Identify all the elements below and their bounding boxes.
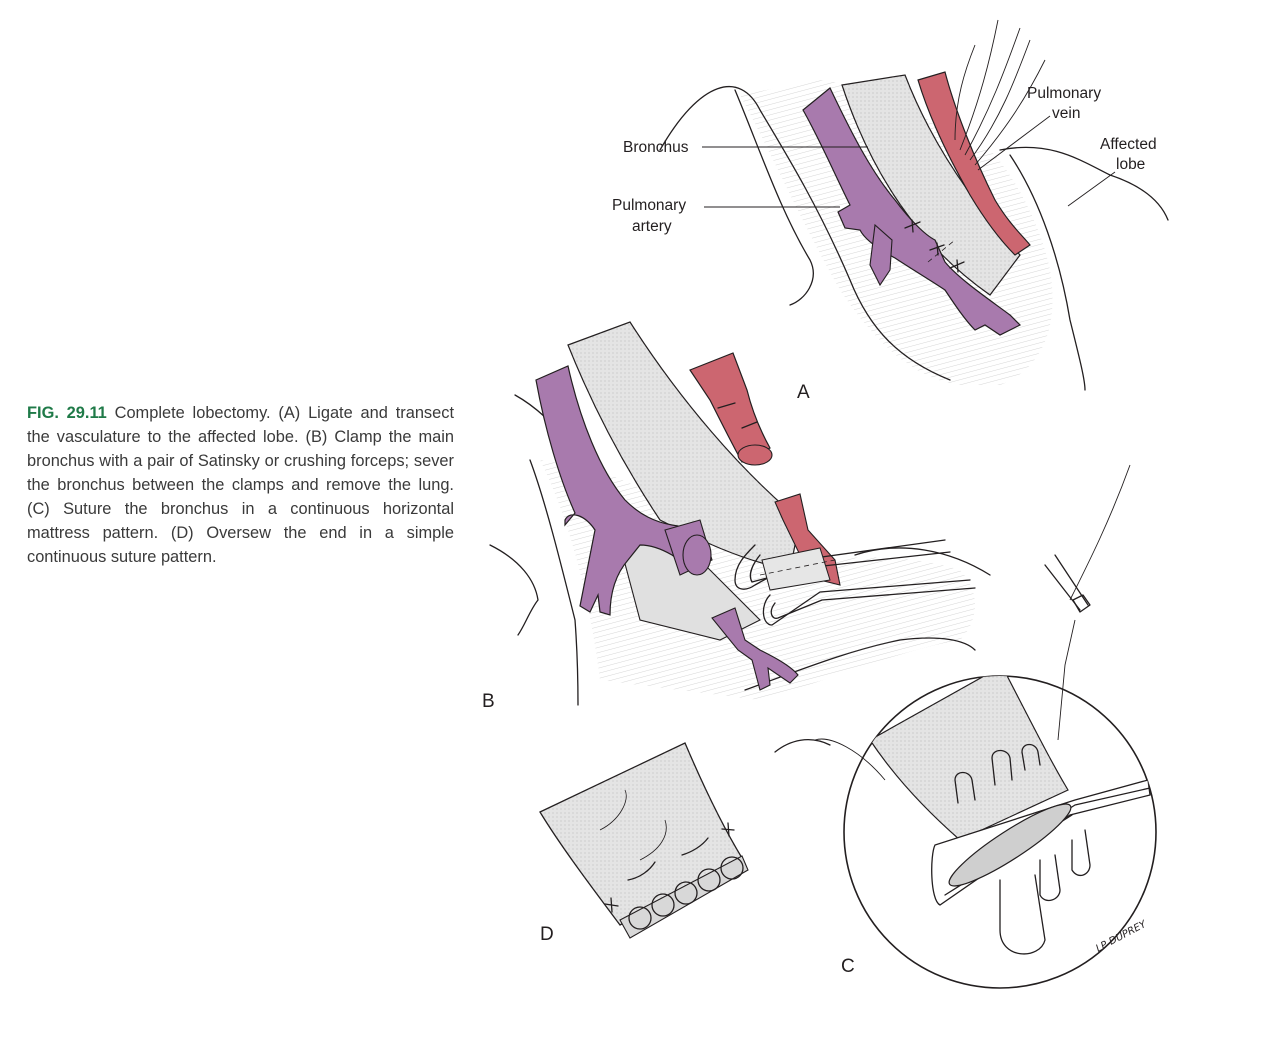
label-pulmonary-vein-1: Pulmonary: [1027, 85, 1101, 102]
panel-d-label: D: [540, 924, 554, 945]
panel-a-drawing: [659, 19, 1169, 391]
label-pulmonary-artery-2: artery: [632, 218, 672, 235]
figure-caption: FIG. 29.11 Complete lobectomy. (A) Ligat…: [27, 401, 454, 569]
label-pulmonary-vein-2: vein: [1052, 105, 1080, 122]
panel-c-label: C: [841, 956, 855, 977]
figure-number: FIG. 29.11: [27, 404, 107, 422]
panel-c-drawing: [774, 554, 1157, 989]
caption-text: Complete lobectomy. (A) Ligate and trans…: [27, 404, 454, 566]
label-affected-lobe-2: lobe: [1116, 156, 1145, 173]
label-affected-lobe-1: Affected: [1100, 136, 1157, 153]
label-pulmonary-artery-1: Pulmonary: [612, 197, 686, 214]
leader-affected-lobe: [1067, 171, 1116, 207]
panel-b-label: B: [482, 691, 495, 712]
label-bronchus: Bronchus: [623, 139, 689, 156]
leader-pulmonary-vein: [977, 115, 1051, 171]
panel-a-label: A: [797, 382, 810, 403]
panel-b-drawing: [489, 321, 1131, 706]
panel-d-drawing: [539, 742, 749, 939]
